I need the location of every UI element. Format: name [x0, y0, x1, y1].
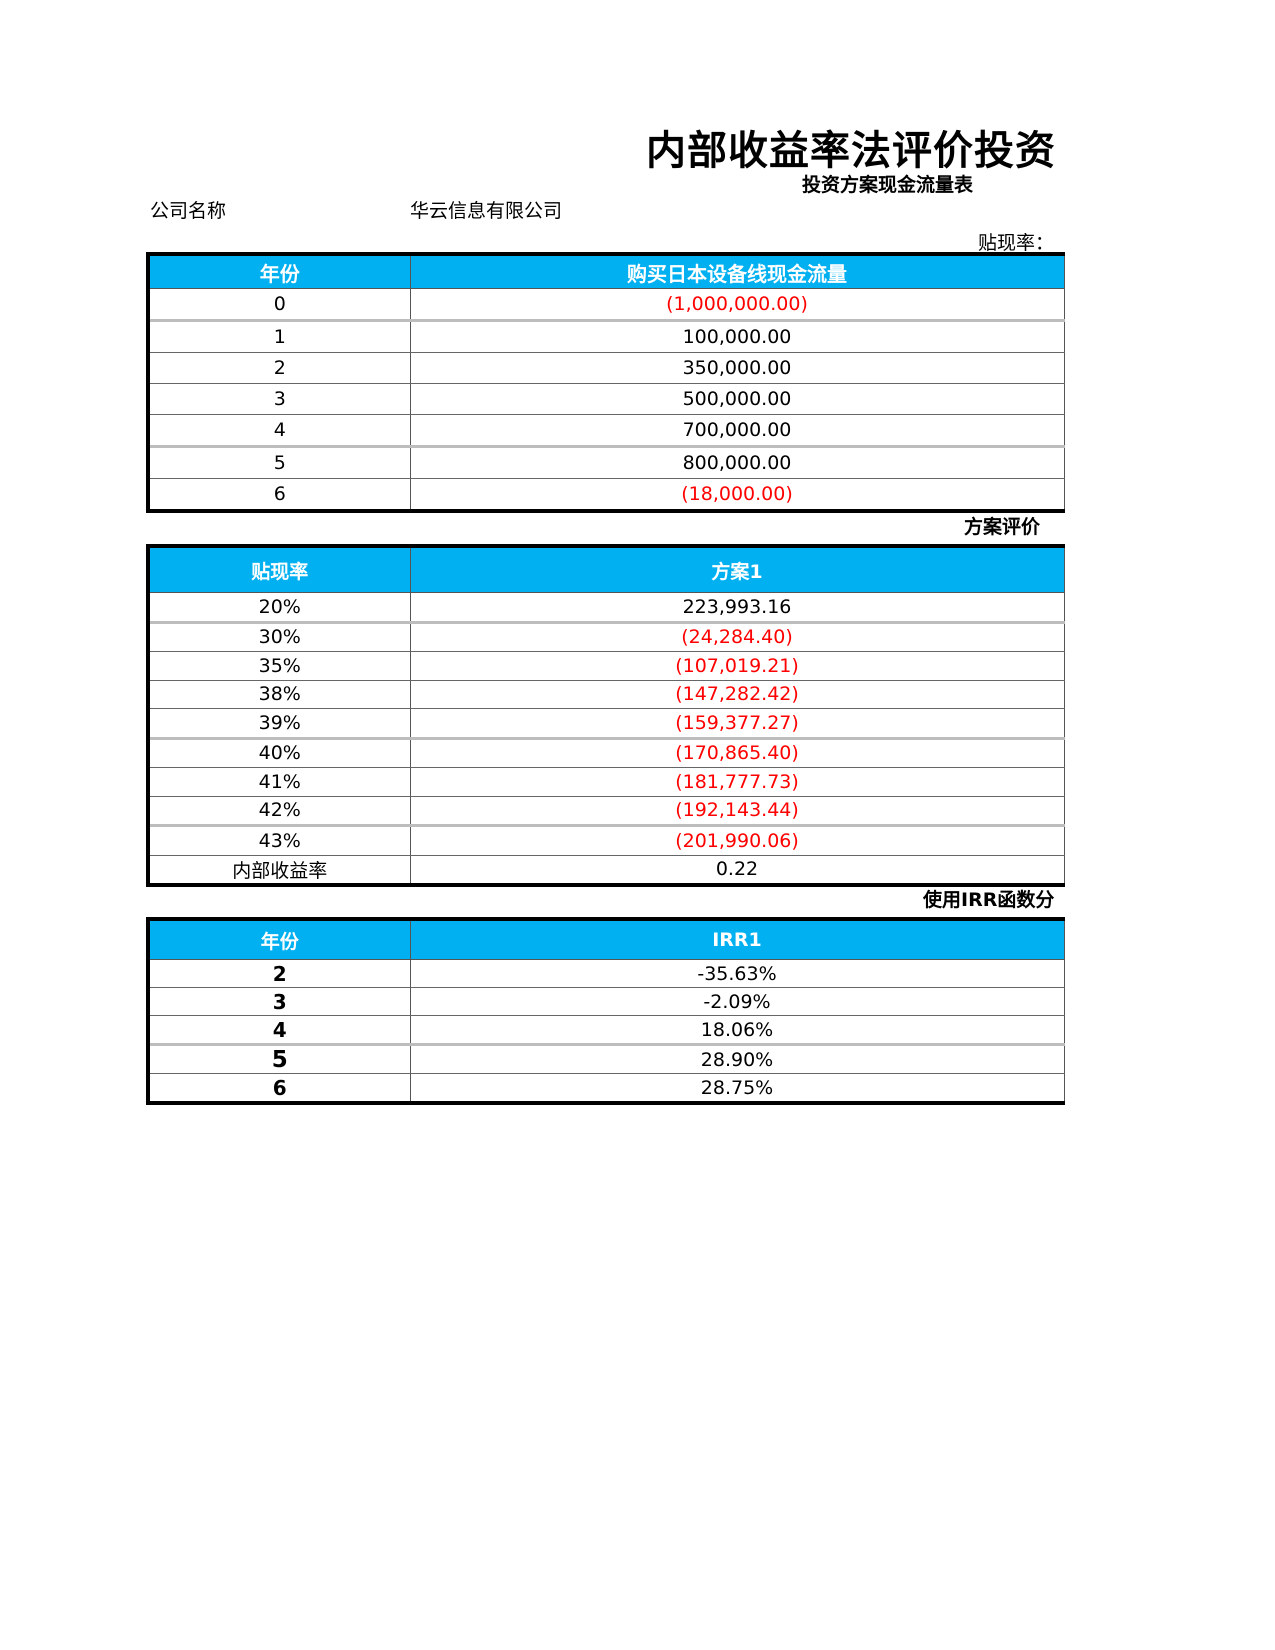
table-subtitle: 投资方案现金流量表 — [802, 174, 974, 196]
table-header-row: 年份 IRR1 — [148, 919, 1065, 960]
evaluation-section-title: 方案评价 — [964, 516, 1041, 538]
npv-cell[interactable]: (181,777.73) — [410, 767, 1065, 797]
irr-cell[interactable]: 28.75% — [410, 1073, 1065, 1103]
table-row: 30% (24,284.40) — [148, 622, 1065, 652]
cashflow-table: 年份 购买日本设备线现金流量 0 (1,000,000.00) 1 100,00… — [146, 252, 1065, 513]
table-row: 5 28.90% — [148, 1044, 1065, 1074]
col-header-irr1[interactable]: IRR1 — [410, 919, 1065, 960]
cashflow-cell[interactable]: 800,000.00 — [410, 446, 1065, 479]
npv-cell[interactable]: (201,990.06) — [410, 825, 1065, 856]
year-cell[interactable]: 1 — [148, 320, 411, 353]
year-cell[interactable]: 3 — [148, 987, 411, 1016]
table-row: 1 100,000.00 — [148, 320, 1065, 353]
table-row: 3 -2.09% — [148, 987, 1065, 1016]
irr-row: 内部收益率 0.22 — [148, 855, 1065, 885]
col-header-year[interactable]: 年份 — [148, 919, 411, 960]
cashflow-cell[interactable]: 700,000.00 — [410, 414, 1065, 448]
irr-cell[interactable]: -35.63% — [410, 959, 1065, 988]
table-row: 39% (159,377.27) — [148, 708, 1065, 740]
col-header-cashflow[interactable]: 购买日本设备线现金流量 — [410, 254, 1065, 289]
table-row: 35% (107,019.21) — [148, 651, 1065, 681]
irr-section-title: 使用IRR函数分 — [923, 889, 1055, 911]
irr-cell[interactable]: 18.06% — [410, 1015, 1065, 1046]
year-cell[interactable]: 4 — [148, 414, 411, 448]
year-cell[interactable]: 4 — [148, 1015, 411, 1046]
irr-cell[interactable]: 28.90% — [410, 1044, 1065, 1074]
year-cell[interactable]: 2 — [148, 352, 411, 384]
rate-cell[interactable]: 30% — [148, 622, 411, 652]
rate-cell[interactable]: 35% — [148, 651, 411, 681]
table-row: 4 700,000.00 — [148, 414, 1065, 448]
table-row: 43% (201,990.06) — [148, 825, 1065, 856]
table-row: 6 28.75% — [148, 1073, 1065, 1103]
year-cell[interactable]: 5 — [148, 446, 411, 479]
rate-cell[interactable]: 43% — [148, 825, 411, 856]
page-title: 内部收益率法评价投资 — [646, 128, 1056, 174]
cashflow-cell[interactable]: 100,000.00 — [410, 320, 1065, 353]
table-row: 4 18.06% — [148, 1015, 1065, 1046]
table-row: 40% (170,865.40) — [148, 738, 1065, 768]
table-row: 41% (181,777.73) — [148, 767, 1065, 797]
year-cell[interactable]: 6 — [148, 1073, 411, 1103]
table-row: 3 500,000.00 — [148, 383, 1065, 415]
table-row: 42% (192,143.44) — [148, 796, 1065, 827]
rate-cell[interactable]: 20% — [148, 592, 411, 624]
year-cell[interactable]: 3 — [148, 383, 411, 415]
cashflow-cell[interactable]: 350,000.00 — [410, 352, 1065, 384]
col-header-discount-rate[interactable]: 贴现率 — [148, 546, 411, 593]
rate-cell[interactable]: 40% — [148, 738, 411, 768]
npv-cell[interactable]: (159,377.27) — [410, 708, 1065, 740]
col-header-plan1[interactable]: 方案1 — [410, 546, 1065, 593]
cashflow-cell[interactable]: (18,000.00) — [410, 478, 1065, 511]
year-cell[interactable]: 6 — [148, 478, 411, 511]
table-row: 2 350,000.00 — [148, 352, 1065, 384]
discount-rate-label: 贴现率： — [978, 232, 1055, 254]
year-cell[interactable]: 5 — [148, 1044, 411, 1074]
year-cell[interactable]: 2 — [148, 959, 411, 988]
npv-cell[interactable]: (192,143.44) — [410, 796, 1065, 827]
year-cell[interactable]: 0 — [148, 288, 411, 322]
table-row: 6 (18,000.00) — [148, 478, 1065, 511]
col-header-year[interactable]: 年份 — [148, 254, 411, 289]
table-row: 5 800,000.00 — [148, 446, 1065, 479]
npv-cell[interactable]: (147,282.42) — [410, 680, 1065, 709]
npv-cell[interactable]: (170,865.40) — [410, 738, 1065, 768]
cashflow-cell[interactable]: 500,000.00 — [410, 383, 1065, 415]
irr-label-cell[interactable]: 内部收益率 — [148, 855, 411, 885]
table-row: 20% 223,993.16 — [148, 592, 1065, 624]
npv-cell[interactable]: (24,284.40) — [410, 622, 1065, 652]
table-row: 38% (147,282.42) — [148, 680, 1065, 709]
npv-cell[interactable]: 223,993.16 — [410, 592, 1065, 624]
npv-cell[interactable]: (107,019.21) — [410, 651, 1065, 681]
table-header-row: 贴现率 方案1 — [148, 546, 1065, 593]
irr-table: 年份 IRR1 2 -35.63% 3 -2.09% 4 18.06% 5 28… — [146, 917, 1065, 1105]
rate-cell[interactable]: 42% — [148, 796, 411, 827]
company-name-label: 公司名称 — [150, 200, 227, 222]
irr-value-cell[interactable]: 0.22 — [410, 855, 1065, 885]
cashflow-cell[interactable]: (1,000,000.00) — [410, 288, 1065, 322]
irr-cell[interactable]: -2.09% — [410, 987, 1065, 1016]
table-row: 0 (1,000,000.00) — [148, 288, 1065, 322]
company-name-value[interactable]: 华云信息有限公司 — [410, 200, 563, 222]
table-row: 2 -35.63% — [148, 959, 1065, 988]
evaluation-table: 贴现率 方案1 20% 223,993.16 30% (24,284.40) 3… — [146, 544, 1065, 887]
table-header-row: 年份 购买日本设备线现金流量 — [148, 254, 1065, 289]
rate-cell[interactable]: 41% — [148, 767, 411, 797]
rate-cell[interactable]: 39% — [148, 708, 411, 740]
rate-cell[interactable]: 38% — [148, 680, 411, 709]
